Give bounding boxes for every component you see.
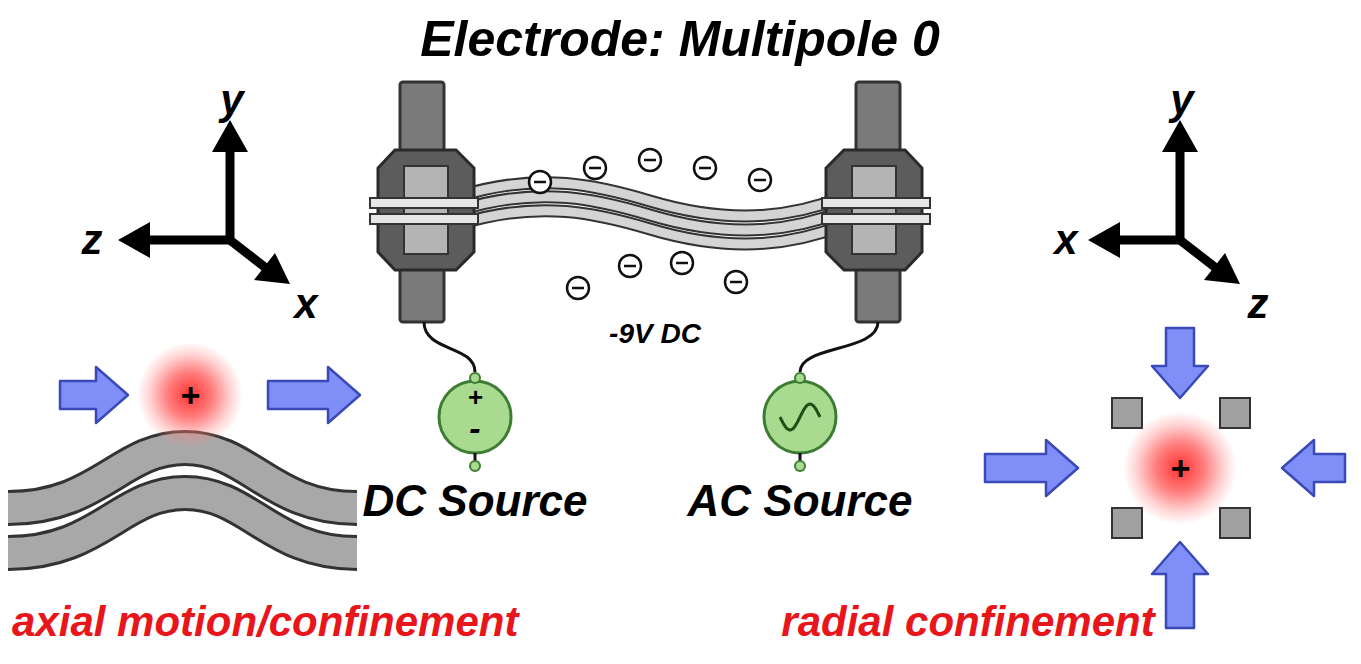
axis-label: z: [82, 219, 103, 261]
source-circle: [764, 381, 836, 453]
axis-arrows: [1088, 120, 1240, 284]
sine-symbol: [780, 404, 820, 430]
axis-arrows: [118, 120, 290, 284]
terminal: [470, 373, 480, 383]
axis-label: y: [220, 79, 243, 121]
diagram-title: Electrode: Multipole 0: [420, 14, 940, 64]
terminal: [795, 373, 805, 383]
voltage-label: -9V DC: [609, 320, 701, 348]
polarity-sign: +: [350, 384, 600, 410]
force-arrow: [985, 328, 1345, 628]
curved-electrode: [8, 448, 357, 553]
caption-label: axial motion/confinement: [12, 601, 518, 643]
source-label: DC Source: [350, 479, 600, 523]
electron-symbol: [529, 149, 771, 299]
axis-label: x: [1054, 219, 1077, 261]
axis-label: z: [1248, 283, 1269, 325]
polarity-sign: -: [350, 411, 600, 445]
charge-sign: +: [138, 378, 242, 412]
ac-source: AC Source: [675, 381, 925, 531]
charge-sign: +: [1124, 451, 1236, 485]
trap-rod: [1112, 398, 1250, 538]
terminal: [470, 461, 480, 471]
ion: +: [138, 343, 242, 447]
multipole-electrode: [370, 82, 930, 322]
ion: +: [1124, 412, 1236, 524]
dc-source: +- DC Source: [350, 381, 600, 531]
axis-label: x: [294, 283, 317, 325]
source-label: AC Source: [675, 479, 925, 523]
terminal: [795, 461, 805, 471]
caption-label: radial confinement: [781, 601, 1154, 643]
axis-label: y: [1170, 79, 1193, 121]
